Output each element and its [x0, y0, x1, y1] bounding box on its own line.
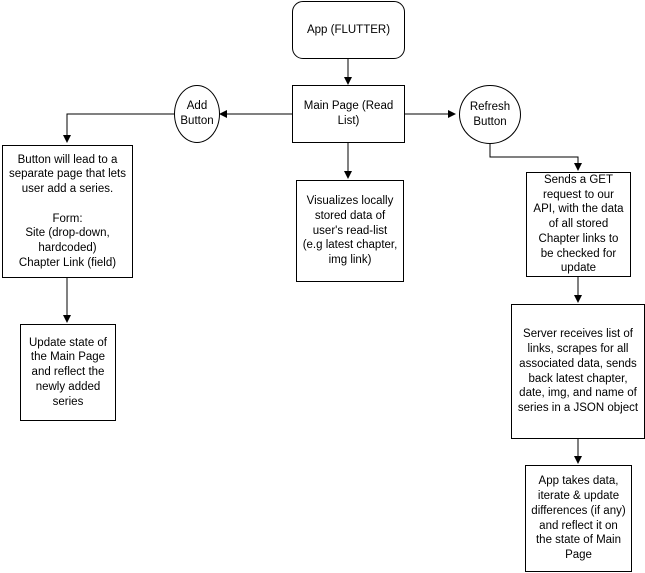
node-main-page: Main Page (Read List)	[292, 85, 405, 143]
node-refresh-button: Refresh Button	[459, 85, 521, 144]
arrow-refresh-to-get	[489, 144, 582, 171]
node-visualize: Visualizes locally stored data of user's…	[296, 180, 404, 282]
arrow-add-to-form	[63, 113, 174, 143]
node-update-state: Update state of the Main Page and reflec…	[20, 324, 116, 421]
node-server-receives: Server receives list of links, scrapes f…	[511, 304, 645, 439]
node-app-takes-data: App takes data, iterate & update differe…	[525, 465, 632, 572]
node-add-button: Add Button	[174, 85, 220, 143]
node-app: App (FLUTTER)	[292, 1, 405, 59]
node-send-get: Sends a GET request to our API, with the…	[526, 172, 631, 277]
node-add-series-page: Button will lead to a separate page that…	[2, 145, 133, 278]
